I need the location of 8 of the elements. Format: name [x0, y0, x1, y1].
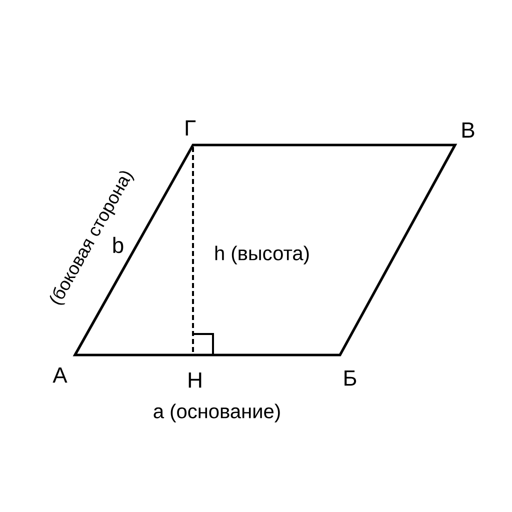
foot-label: Н — [188, 372, 202, 388]
vertex-label: Г — [186, 120, 196, 136]
vertex-label: Б — [344, 370, 356, 386]
vertex-label: В — [462, 122, 474, 138]
height-label: h (высота) — [215, 246, 309, 264]
base-label: a (основание) — [154, 404, 280, 422]
side-label: b — [113, 236, 124, 254]
vertex-label: А — [52, 367, 68, 383]
